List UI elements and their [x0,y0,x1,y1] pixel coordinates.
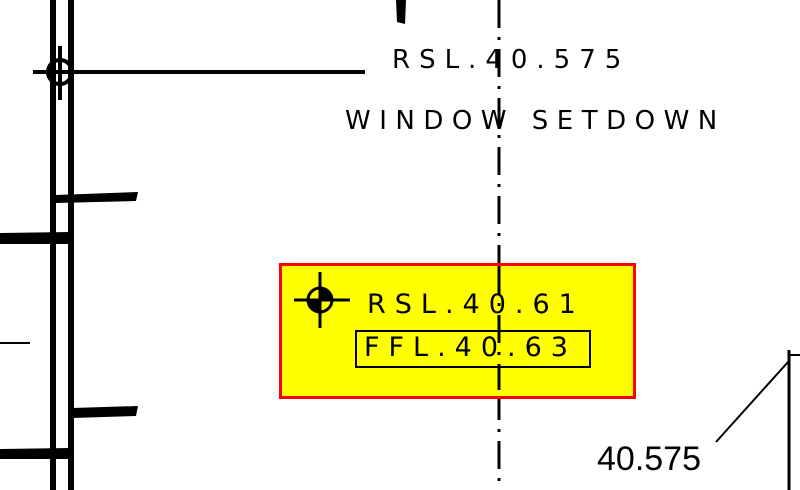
ffl-highlight-label: FFL.40.63 [364,332,577,363]
ffl-frame [355,330,591,368]
level-target-icon [33,46,365,100]
survey-target-icon [294,272,350,328]
rsl-top-label: RSL.40.575 [392,45,631,75]
window-setdown-label: WINDOW SETDOWN [345,106,726,136]
rsl-highlight-label: RSL.40.61 [367,289,585,320]
dimension-leader [715,350,800,490]
dimension-value: 40.575 [597,440,701,478]
top-tick-mark [396,0,406,24]
hatched-ledges [0,192,138,459]
